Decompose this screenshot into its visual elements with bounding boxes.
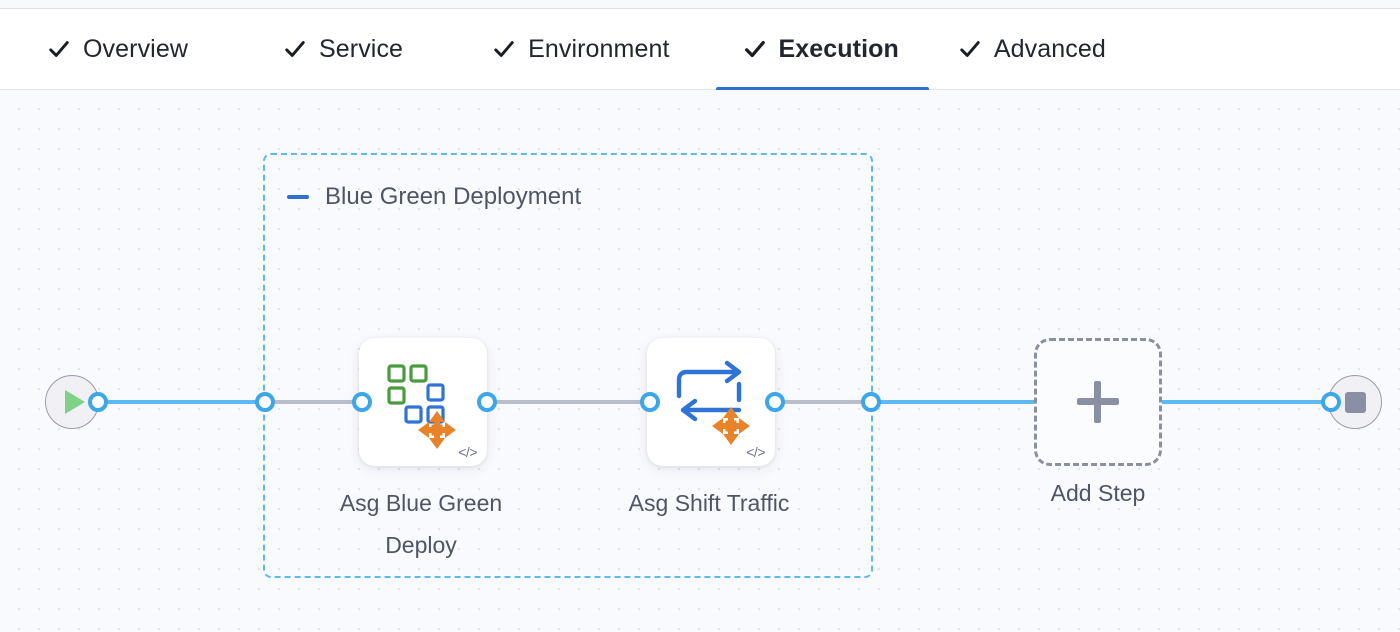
step-node-asg-blue-green-deploy[interactable]: </> bbox=[359, 338, 487, 466]
wizard-tab-bar: Overview Service Environment Execution A… bbox=[0, 9, 1400, 91]
tab-execution-label: Execution bbox=[778, 34, 899, 63]
pipeline-canvas[interactable]: Blue Green Deployment bbox=[0, 90, 1400, 632]
connector-dot-step2-left[interactable] bbox=[640, 392, 660, 412]
step-label-asg-shift-traffic: Asg Shift Traffic bbox=[628, 490, 790, 516]
check-icon bbox=[285, 41, 305, 57]
connector-dot-group-entry[interactable] bbox=[255, 392, 275, 412]
connector-dot-step1-right[interactable] bbox=[477, 392, 497, 412]
tab-service-label: Service bbox=[319, 34, 404, 63]
connector-dot-group-exit[interactable] bbox=[861, 392, 881, 412]
tab-advanced[interactable]: Advanced bbox=[929, 9, 1130, 90]
tab-advanced-label: Advanced bbox=[993, 34, 1106, 63]
asg-blue-green-deploy-icon bbox=[359, 338, 487, 466]
add-step-label: Add Step bbox=[1050, 480, 1146, 506]
connector-group-to-add-step bbox=[868, 400, 1040, 404]
connector-dot-end[interactable] bbox=[1321, 392, 1341, 412]
tab-service[interactable]: Service bbox=[260, 9, 469, 90]
connector-step1-to-step2 bbox=[484, 400, 656, 404]
check-icon bbox=[49, 41, 69, 57]
window-top-strip bbox=[0, 0, 1400, 9]
check-icon bbox=[494, 41, 514, 57]
add-step-button[interactable] bbox=[1034, 338, 1162, 466]
check-icon bbox=[744, 40, 765, 58]
stage-group-title: Blue Green Deployment bbox=[325, 183, 582, 210]
stage-group-header: Blue Green Deployment bbox=[287, 183, 581, 211]
code-badge-icon: </> bbox=[458, 444, 477, 460]
tab-overview[interactable]: Overview bbox=[28, 9, 260, 90]
tab-environment[interactable]: Environment bbox=[469, 9, 715, 90]
connector-dot-step1-left[interactable] bbox=[352, 392, 372, 412]
connector-step2-to-group-exit bbox=[772, 400, 876, 404]
tab-overview-label: Overview bbox=[83, 34, 188, 63]
asg-shift-traffic-icon bbox=[647, 338, 775, 466]
tab-execution[interactable]: Execution bbox=[715, 9, 930, 91]
minus-icon[interactable] bbox=[287, 195, 309, 199]
stop-icon bbox=[1344, 391, 1366, 413]
plus-icon bbox=[1077, 381, 1119, 423]
connector-add-step-to-end bbox=[1158, 400, 1338, 404]
connector-dot-step2-right[interactable] bbox=[765, 392, 785, 412]
stage-group-blue-green-deployment[interactable]: Blue Green Deployment bbox=[263, 153, 873, 578]
connector-group-entry-to-step1 bbox=[270, 400, 370, 404]
tab-environment-label: Environment bbox=[528, 34, 670, 63]
step-label-asg-blue-green-deploy: Asg Blue Green Deploy bbox=[339, 490, 503, 558]
play-icon bbox=[65, 390, 85, 414]
connector-dot-start[interactable] bbox=[88, 392, 108, 412]
step-node-asg-shift-traffic[interactable]: </> bbox=[647, 338, 775, 466]
connector-start-to-group bbox=[96, 400, 276, 404]
check-icon bbox=[960, 41, 980, 57]
code-badge-icon: </> bbox=[746, 444, 765, 460]
